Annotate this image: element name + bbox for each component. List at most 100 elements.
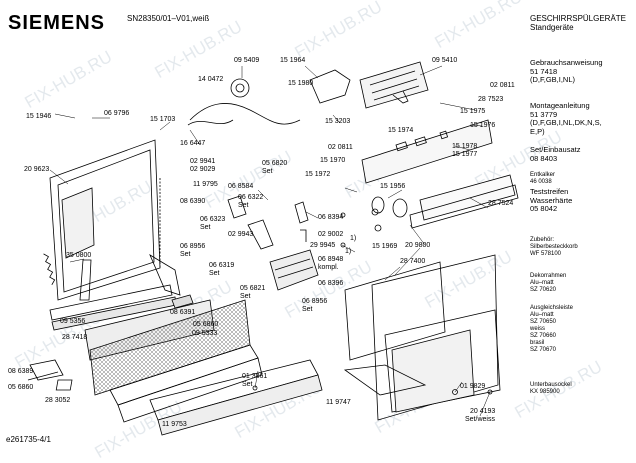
part-number-label: Set — [240, 293, 251, 300]
part-number-label: 06 8948 — [318, 256, 344, 263]
info-block-line: Alu–matt — [530, 280, 554, 286]
part-number-label: 15 1977 — [452, 151, 478, 158]
door-inner-frame — [49, 139, 161, 301]
part-number-label: 08 6391 — [170, 309, 196, 316]
part-number-label: 06 8584 — [228, 183, 254, 190]
info-block-line: (D,F,GB,I,NL,DK,N,S, — [530, 118, 602, 127]
part-number-label: 15 1974 — [388, 127, 414, 134]
part-number-label: 15 1970 — [320, 157, 346, 164]
part-number-label: 01 9829 — [460, 383, 486, 390]
part-number-label: 06 6319 — [209, 262, 235, 269]
info-block-line: weiss — [530, 326, 546, 332]
part-number-label: 15 1980 — [288, 80, 314, 87]
part-number-label: Set — [242, 381, 253, 388]
info-block-line: Wasserhärte — [530, 195, 573, 205]
part-number-label: 05 6821 — [240, 285, 266, 292]
part-number-label: 20 9800 — [405, 242, 431, 249]
info-block-line: 08 8403 — [530, 153, 558, 163]
part-number-label: Set — [238, 202, 249, 209]
part-number-label: 11 9795 — [193, 181, 218, 188]
part-number-label: 20 4193 — [470, 408, 496, 415]
info-block-line: Alu–matt — [530, 312, 554, 318]
part-number-label: 09 5333 — [192, 330, 218, 337]
part-number-label: 02 9941 — [190, 158, 216, 165]
part-number-label: 35 0800 — [66, 252, 92, 259]
info-block-line: SZ 70620 — [530, 287, 557, 293]
part-number-label: 15 1978 — [452, 143, 478, 150]
part-number-label: 06 8956 — [180, 243, 206, 250]
part-number-label: 11 9753 — [162, 421, 187, 428]
part-number-label: 15 1975 — [460, 108, 486, 115]
part-number-label: 28 7400 — [400, 258, 426, 265]
info-block-line: (D,F,GB,I,NL) — [530, 75, 576, 84]
part-number-label: 15 1703 — [150, 116, 176, 123]
info-block-line: E,P) — [530, 126, 545, 136]
info-block-line: WF 578100 — [530, 251, 562, 257]
part-number-label: 11 9747 — [326, 399, 351, 406]
part-number-label: 28 7418 — [62, 334, 88, 341]
part-number-label: Set/weiss — [465, 416, 495, 423]
part-number-label: 1) — [345, 248, 352, 255]
info-block-title: Dekorrahmen — [530, 273, 567, 279]
part-number-label: 02 0811 — [328, 144, 353, 151]
info-block-title: Zubehör: — [530, 237, 555, 243]
part-number-label: 20 9623 — [24, 166, 50, 173]
part-number-label: 06 6323 — [200, 216, 226, 223]
part-number-label: 15 1972 — [305, 171, 331, 178]
part-number-label: 02 9029 — [190, 166, 216, 173]
part-number-label: 15 1969 — [372, 243, 398, 250]
part-number-label: 1) — [350, 235, 357, 242]
info-block-title: Set/Einbausatz — [530, 145, 581, 154]
info-block-title: Montageanleitung — [530, 101, 590, 110]
info-block-title: Unterbausockel — [530, 382, 572, 388]
part-number-label: 02 0811 — [490, 82, 515, 89]
part-number-label: 15 3203 — [325, 118, 351, 125]
part-number-label: Set — [262, 168, 273, 175]
part-number-label: 05 6860 — [8, 384, 34, 391]
part-number-label: 02 9943 — [228, 231, 254, 238]
info-block-title: Gebrauchsanweisung — [530, 58, 603, 67]
part-number-label: 05 6820 — [262, 160, 288, 167]
appliance-subcategory: Standgeräte — [530, 23, 574, 32]
part-number-label: 01 3861 — [242, 373, 268, 380]
part-number-label: Set — [209, 270, 220, 277]
info-block-line: SZ 70670 — [530, 347, 557, 353]
info-block-line: 05 8042 — [530, 204, 558, 213]
part-number-label: 09 5409 — [234, 57, 260, 64]
info-block-line: SZ 70650 — [530, 319, 557, 325]
info-block-title: Teststreifen — [530, 187, 569, 196]
part-number-label: Set — [200, 224, 211, 231]
part-number-label: 06 8396 — [318, 280, 344, 287]
part-number-label: 29 9945 — [310, 242, 336, 249]
model-number: SN28350/01–V01,weiß — [127, 14, 210, 23]
info-block-title: Ausgleichsleiste — [530, 305, 574, 311]
part-number-label: 08 6389 — [8, 368, 34, 375]
info-block-line: 51 7418 — [530, 66, 558, 76]
info-block-line: SZ 70660 — [530, 333, 557, 339]
part-number-label: 02 9002 — [318, 231, 344, 238]
info-block-line: 51 3779 — [530, 109, 558, 119]
document-id: e261735-4/1 — [6, 435, 51, 444]
appliance-category: GESCHIRRSPÜLGERÄTE — [530, 14, 627, 23]
part-number-label: 15 1956 — [380, 183, 406, 190]
part-number-label: 28 7523 — [478, 96, 504, 103]
part-number-label: 15 1946 — [26, 113, 52, 120]
info-block-line: KX 985900 — [530, 389, 560, 395]
part-number-label: 06 6322 — [238, 194, 264, 201]
brand-logo: SIEMENS — [8, 12, 106, 34]
part-number-label: 05 6860 — [193, 321, 219, 328]
part-number-label: 28 7524 — [488, 200, 514, 207]
info-block-line: Silberbesteckkorb — [530, 244, 578, 250]
part-number-label: 14 0472 — [198, 76, 224, 83]
part-number-label: 09 5356 — [60, 318, 86, 325]
part-number-label: 16 6447 — [180, 140, 206, 147]
